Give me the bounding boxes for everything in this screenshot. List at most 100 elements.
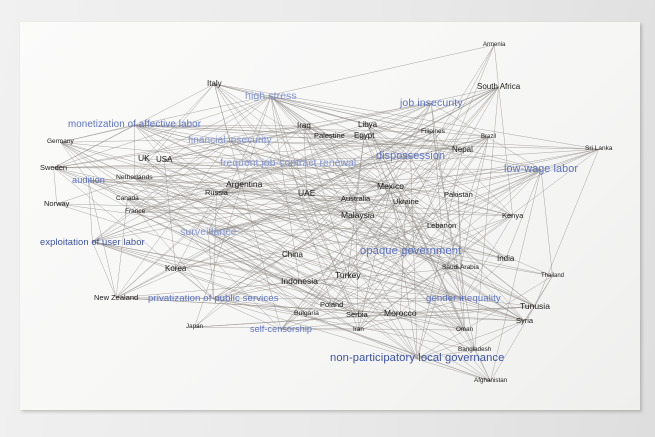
network-edge [280,306,536,330]
country-label-mexico: Mexico [377,181,404,191]
country-label-pakistan: Pakistan [444,190,473,199]
network-edge [331,44,495,305]
network-edge [53,167,553,277]
network-edge [53,83,215,168]
country-label-egypt: Egypt [354,131,375,140]
country-label-uk: UK [138,153,150,163]
country-label-netherlands: Netherlands [116,174,153,181]
network-edge [347,194,459,276]
concept-label-privatization-of-public-services: privatization of public services [148,293,279,304]
concept-label-monetization-of-affective-labor: monetization of affective labor [68,119,202,130]
network-edge [331,169,542,305]
network-edge [214,83,356,199]
network-edge [116,297,525,322]
network-edge [214,83,433,133]
country-label-palestine: Palestine [314,131,345,140]
network-edge [400,169,542,314]
network-edge [208,96,272,233]
network-edge [292,254,525,322]
network-edge [127,199,214,299]
network-edge [292,156,411,256]
network-edge [390,186,475,351]
network-edge [367,124,464,299]
network-edge [441,169,542,226]
country-label-kenya: Kenya [502,211,524,220]
network-edge [358,86,499,331]
network-edge [303,125,330,137]
country-label-france: France [125,208,146,215]
network-edge [270,96,489,138]
network-edge [175,225,442,270]
network-edge [134,124,230,142]
network-edge [134,178,245,185]
network-edge [306,103,432,315]
network-edge [216,163,289,194]
concept-label-dispossession: dispossession [376,150,446,162]
network-edge [60,142,209,233]
concept-label-exploitation-of-user-labor: exploitation of user labor [40,236,145,247]
network-edge [134,178,356,200]
network-edge [357,215,525,321]
network-edge [213,298,491,382]
network-edge [134,83,215,179]
country-label-argentina: Argentina [226,179,263,189]
concept-label-low-wage-labor: low-wage labor [504,163,579,175]
network-edge [134,124,165,161]
network-edge [306,314,418,359]
network-edge [410,44,495,252]
country-label-malaysia: Malaysia [341,210,375,220]
network-edge [356,136,489,315]
network-edge [208,232,300,282]
network-edge [92,125,305,242]
network-edge [363,135,411,252]
network-edge [164,140,230,161]
network-edge [214,83,463,151]
network-edge [214,83,599,150]
country-label-afghanistan: Afghanistan [474,377,508,384]
country-label-sri-lanka: Sri Lanka [585,145,613,152]
concept-label-non-participatory-local-governance: non-participatory local governance [330,352,505,364]
network-edge [410,251,553,277]
network-edge [92,96,272,242]
network-edge [299,149,599,282]
country-label-sweden: Sweden [40,163,68,172]
network-edge [229,140,599,150]
network-edge [306,193,536,307]
concept-label-surveillance: surveillance [180,226,237,238]
network-edge [60,142,411,252]
network-edge [356,44,495,315]
network-edge [229,140,463,151]
network-edge [208,232,359,331]
network-edge [331,215,513,306]
network-edge [92,241,300,282]
network-edge [460,136,489,269]
network-edge [92,135,365,242]
network-edge [214,83,357,315]
network-edge [175,268,491,382]
network-edge [56,203,513,217]
country-label-filipines: Filipines [421,128,445,135]
country-label-libya: Libya [358,120,378,129]
network-edge [331,304,465,331]
network-edge [303,125,459,196]
network-edge [216,192,465,331]
network-edge [127,198,356,200]
network-edge [53,156,411,169]
country-label-poland: Poland [320,300,344,309]
network-edge [92,136,489,242]
network-edge [216,184,245,194]
network-edge [229,140,401,314]
network-edge [306,193,411,252]
network-edge [53,167,359,331]
network-edge [134,178,525,322]
network-edge [53,167,214,299]
network-edge [127,199,464,300]
network-edge [303,125,418,359]
network-edge [143,83,215,159]
network-edge [280,86,499,330]
network-edge [355,169,542,200]
network-edge [303,125,542,170]
network-edge [213,86,499,299]
network-edge [540,149,599,170]
network-edge [208,186,391,233]
